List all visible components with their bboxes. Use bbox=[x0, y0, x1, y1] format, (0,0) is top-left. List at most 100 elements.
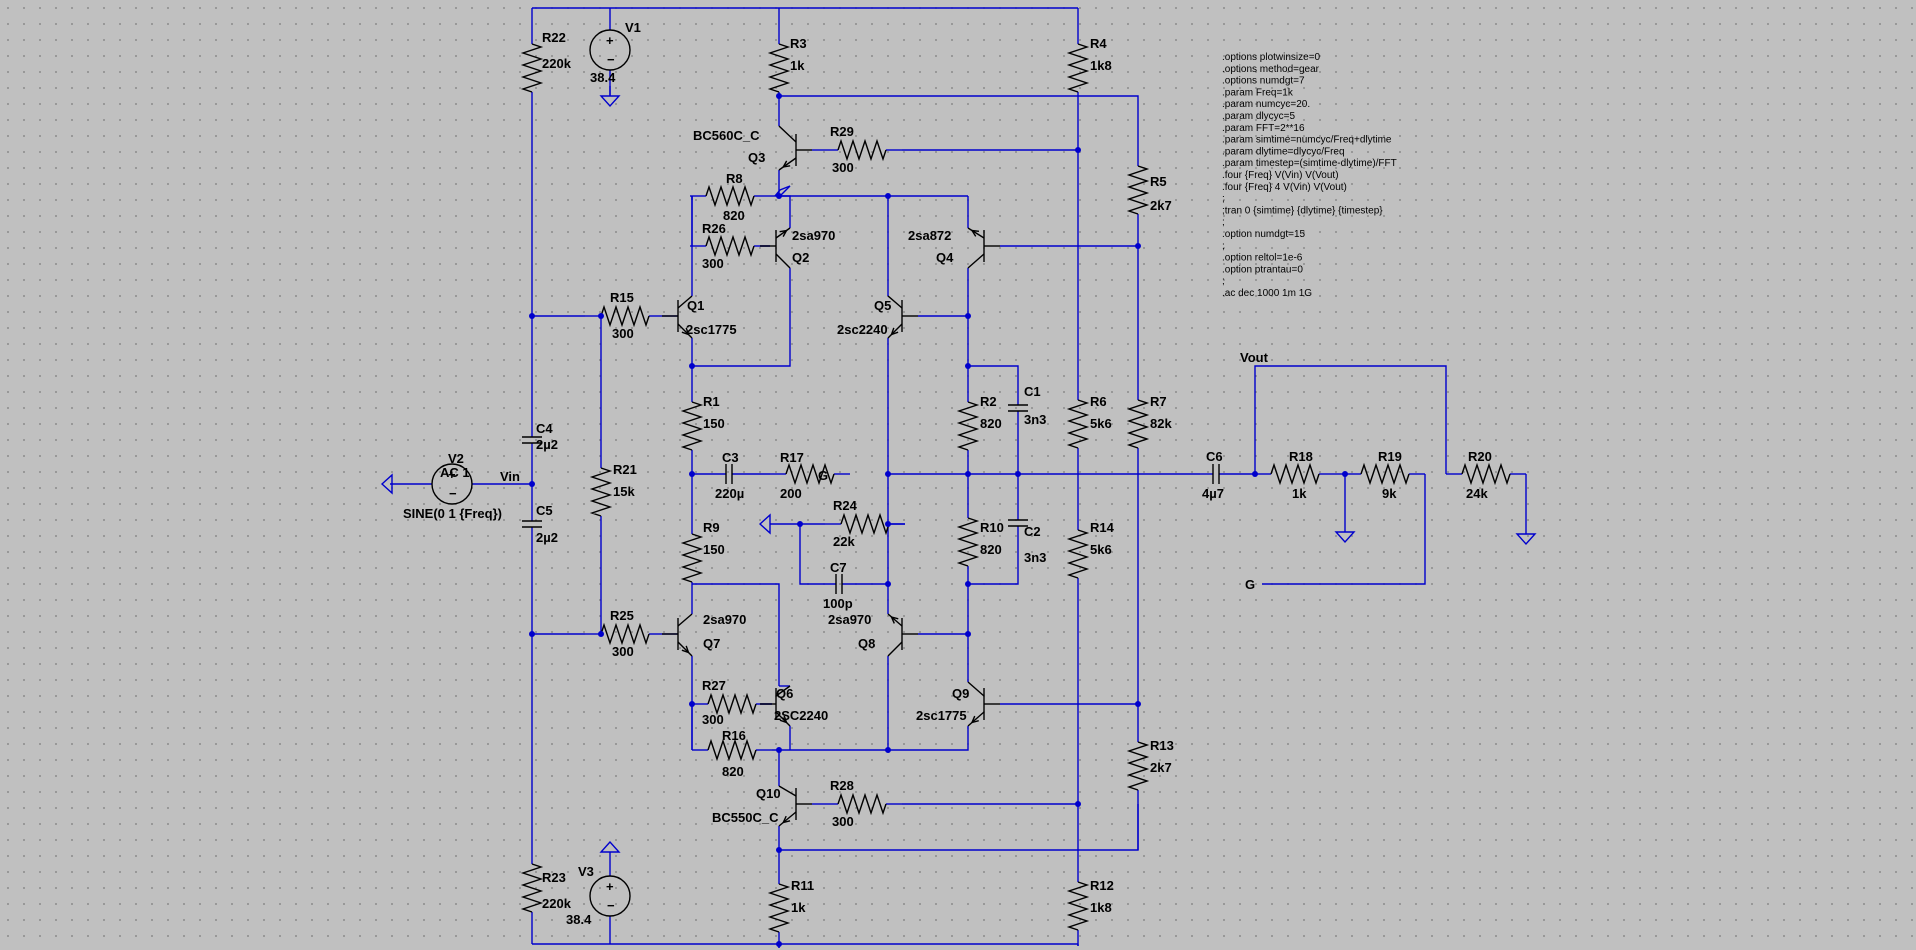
net-label-vout: Vout bbox=[1240, 350, 1269, 365]
q8-transistor bbox=[887, 641, 903, 657]
c6-value: 4µ7 bbox=[1202, 486, 1224, 501]
spice-directive-line: ; bbox=[1222, 241, 1225, 252]
q5-transistor bbox=[890, 327, 899, 336]
r27-ref: R27 bbox=[702, 678, 726, 693]
r12-resistor bbox=[1066, 881, 1090, 931]
junction-dot bbox=[1135, 701, 1141, 707]
v2-ref: V2 bbox=[448, 451, 464, 466]
wire bbox=[772, 749, 780, 786]
r1-value: 150 bbox=[703, 416, 725, 431]
r2-ref: R2 bbox=[980, 394, 997, 409]
v3-value: 38.4 bbox=[566, 912, 592, 927]
q1-transistor bbox=[681, 327, 690, 336]
r26-value: 300 bbox=[702, 256, 724, 271]
wire bbox=[779, 95, 1139, 150]
junction-dot bbox=[689, 471, 695, 477]
q7-value: 2sa970 bbox=[703, 612, 746, 627]
r23-value: 220k bbox=[542, 896, 572, 911]
q9-transistor bbox=[967, 711, 985, 727]
wire bbox=[774, 185, 791, 197]
spice-directive-line: .option reltol=1e-6 bbox=[1222, 253, 1303, 264]
junction-dot bbox=[965, 631, 971, 637]
wire bbox=[968, 365, 1019, 405]
c5-ref: C5 bbox=[536, 503, 553, 518]
q8-transistor bbox=[890, 615, 899, 624]
r25-resistor bbox=[600, 622, 650, 646]
junction-dot bbox=[776, 93, 782, 99]
ground-icon bbox=[758, 513, 771, 535]
r1-ref: R1 bbox=[703, 394, 720, 409]
r4-ref: R4 bbox=[1090, 36, 1107, 51]
junction-dot bbox=[689, 363, 695, 369]
v1-ref: V1 bbox=[625, 20, 641, 35]
q7-ref: Q7 bbox=[703, 636, 720, 651]
ground-icon bbox=[599, 95, 621, 108]
r21-resistor bbox=[589, 467, 613, 517]
junction-dot bbox=[1252, 471, 1258, 477]
wire bbox=[799, 524, 836, 585]
spice-directive-line: ; bbox=[1222, 217, 1225, 228]
junction-dot bbox=[776, 847, 782, 853]
wire bbox=[888, 726, 969, 751]
r6-ref: R6 bbox=[1090, 394, 1107, 409]
q2-ref: Q2 bbox=[792, 250, 809, 265]
q8-value: 2sa970 bbox=[828, 612, 871, 627]
junction-dot bbox=[1135, 243, 1141, 249]
r2-value: 820 bbox=[980, 416, 1002, 431]
junction-dot bbox=[529, 481, 535, 487]
spice-directives: .options plotwinsize=0.options method=ge… bbox=[1222, 52, 1397, 299]
q1-transistor bbox=[677, 295, 693, 309]
r23-resistor bbox=[520, 863, 544, 913]
junction-dot bbox=[598, 313, 604, 319]
q3-transistor bbox=[778, 125, 797, 143]
r22-ref: R22 bbox=[542, 30, 566, 45]
c1-ref: C1 bbox=[1024, 384, 1041, 399]
c5-value: 2µ2 bbox=[536, 530, 558, 545]
spice-directive-line: .param dlytime=dlycyc/Freq bbox=[1222, 146, 1345, 157]
junction-dot bbox=[797, 521, 803, 527]
q4-value: 2sa872 bbox=[908, 228, 951, 243]
ground-icon bbox=[1334, 531, 1356, 544]
v3-ref: V3 bbox=[578, 864, 594, 879]
q10-transistor bbox=[782, 815, 791, 824]
spice-directive-line: .param simtime=numcyc/Freq+dlytime bbox=[1222, 135, 1392, 146]
q7-transistor bbox=[681, 645, 690, 654]
r2-resistor bbox=[956, 401, 980, 451]
q8-transistor bbox=[887, 613, 903, 627]
r25-ref: R25 bbox=[610, 608, 634, 623]
junction-dot bbox=[965, 313, 971, 319]
r25-value: 300 bbox=[612, 644, 634, 659]
q6-ref: Q6 bbox=[776, 686, 793, 701]
r8-ref: R8 bbox=[726, 171, 743, 186]
q10-transistor bbox=[778, 811, 797, 827]
junction-dot bbox=[776, 747, 782, 753]
component-symbols: +−+−+− bbox=[380, 29, 1537, 933]
minus-sign: − bbox=[607, 52, 615, 67]
c7-value: 100p bbox=[823, 596, 853, 611]
r29-ref: R29 bbox=[830, 124, 854, 139]
q9-transistor bbox=[967, 681, 985, 697]
r13-value: 2k7 bbox=[1150, 760, 1172, 775]
r14-ref: R14 bbox=[1090, 520, 1115, 535]
spice-directive-line: .ac dec 1000 1m 1G bbox=[1222, 288, 1312, 299]
r4-value: 1k8 bbox=[1090, 58, 1112, 73]
q2-value: 2sa970 bbox=[792, 228, 835, 243]
r19-value: 9k bbox=[1382, 486, 1397, 501]
net-label-vin: Vin bbox=[500, 469, 520, 484]
r5-value: 2k7 bbox=[1150, 198, 1172, 213]
q4-transistor bbox=[967, 227, 985, 239]
r19-resistor bbox=[1360, 462, 1410, 486]
spice-directive-line: .option numdgt=15 bbox=[1222, 229, 1306, 240]
spice-directive-line: .param numcyc=20. bbox=[1222, 99, 1310, 110]
r20-ref: R20 bbox=[1468, 449, 1492, 464]
c3-value: 220µ bbox=[715, 486, 744, 501]
r15-resistor bbox=[600, 304, 650, 328]
q8-ref: Q8 bbox=[858, 636, 875, 651]
junction-dot bbox=[689, 701, 695, 707]
ground-icon bbox=[599, 840, 621, 853]
minus-sign: − bbox=[607, 898, 615, 913]
r22-resistor bbox=[520, 43, 544, 93]
r16-resistor bbox=[707, 738, 757, 762]
spice-directive-line: .options method=gear bbox=[1222, 64, 1320, 75]
